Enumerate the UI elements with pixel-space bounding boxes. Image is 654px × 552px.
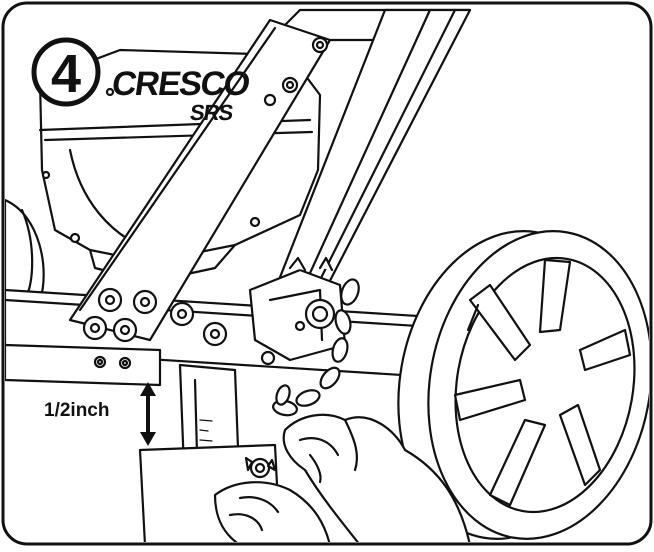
bolt-cluster [82,287,276,366]
step-number: 4 [51,44,81,104]
brand-model: SRS [188,100,234,125]
hand-lower [213,481,332,542]
frame-bars [268,8,472,302]
brand-logo: CRESCO SRS [110,65,253,125]
step-badge: 4 [31,37,101,107]
lower-tube [5,343,162,387]
measurement-label: 1/2inch [44,400,109,421]
brand-name: CRESCO [110,65,253,103]
measurement-arrow [140,382,156,446]
right-wheel [397,230,649,540]
chain [272,278,360,417]
measurement-label-bg [40,395,132,423]
hand-upper [282,413,472,542]
